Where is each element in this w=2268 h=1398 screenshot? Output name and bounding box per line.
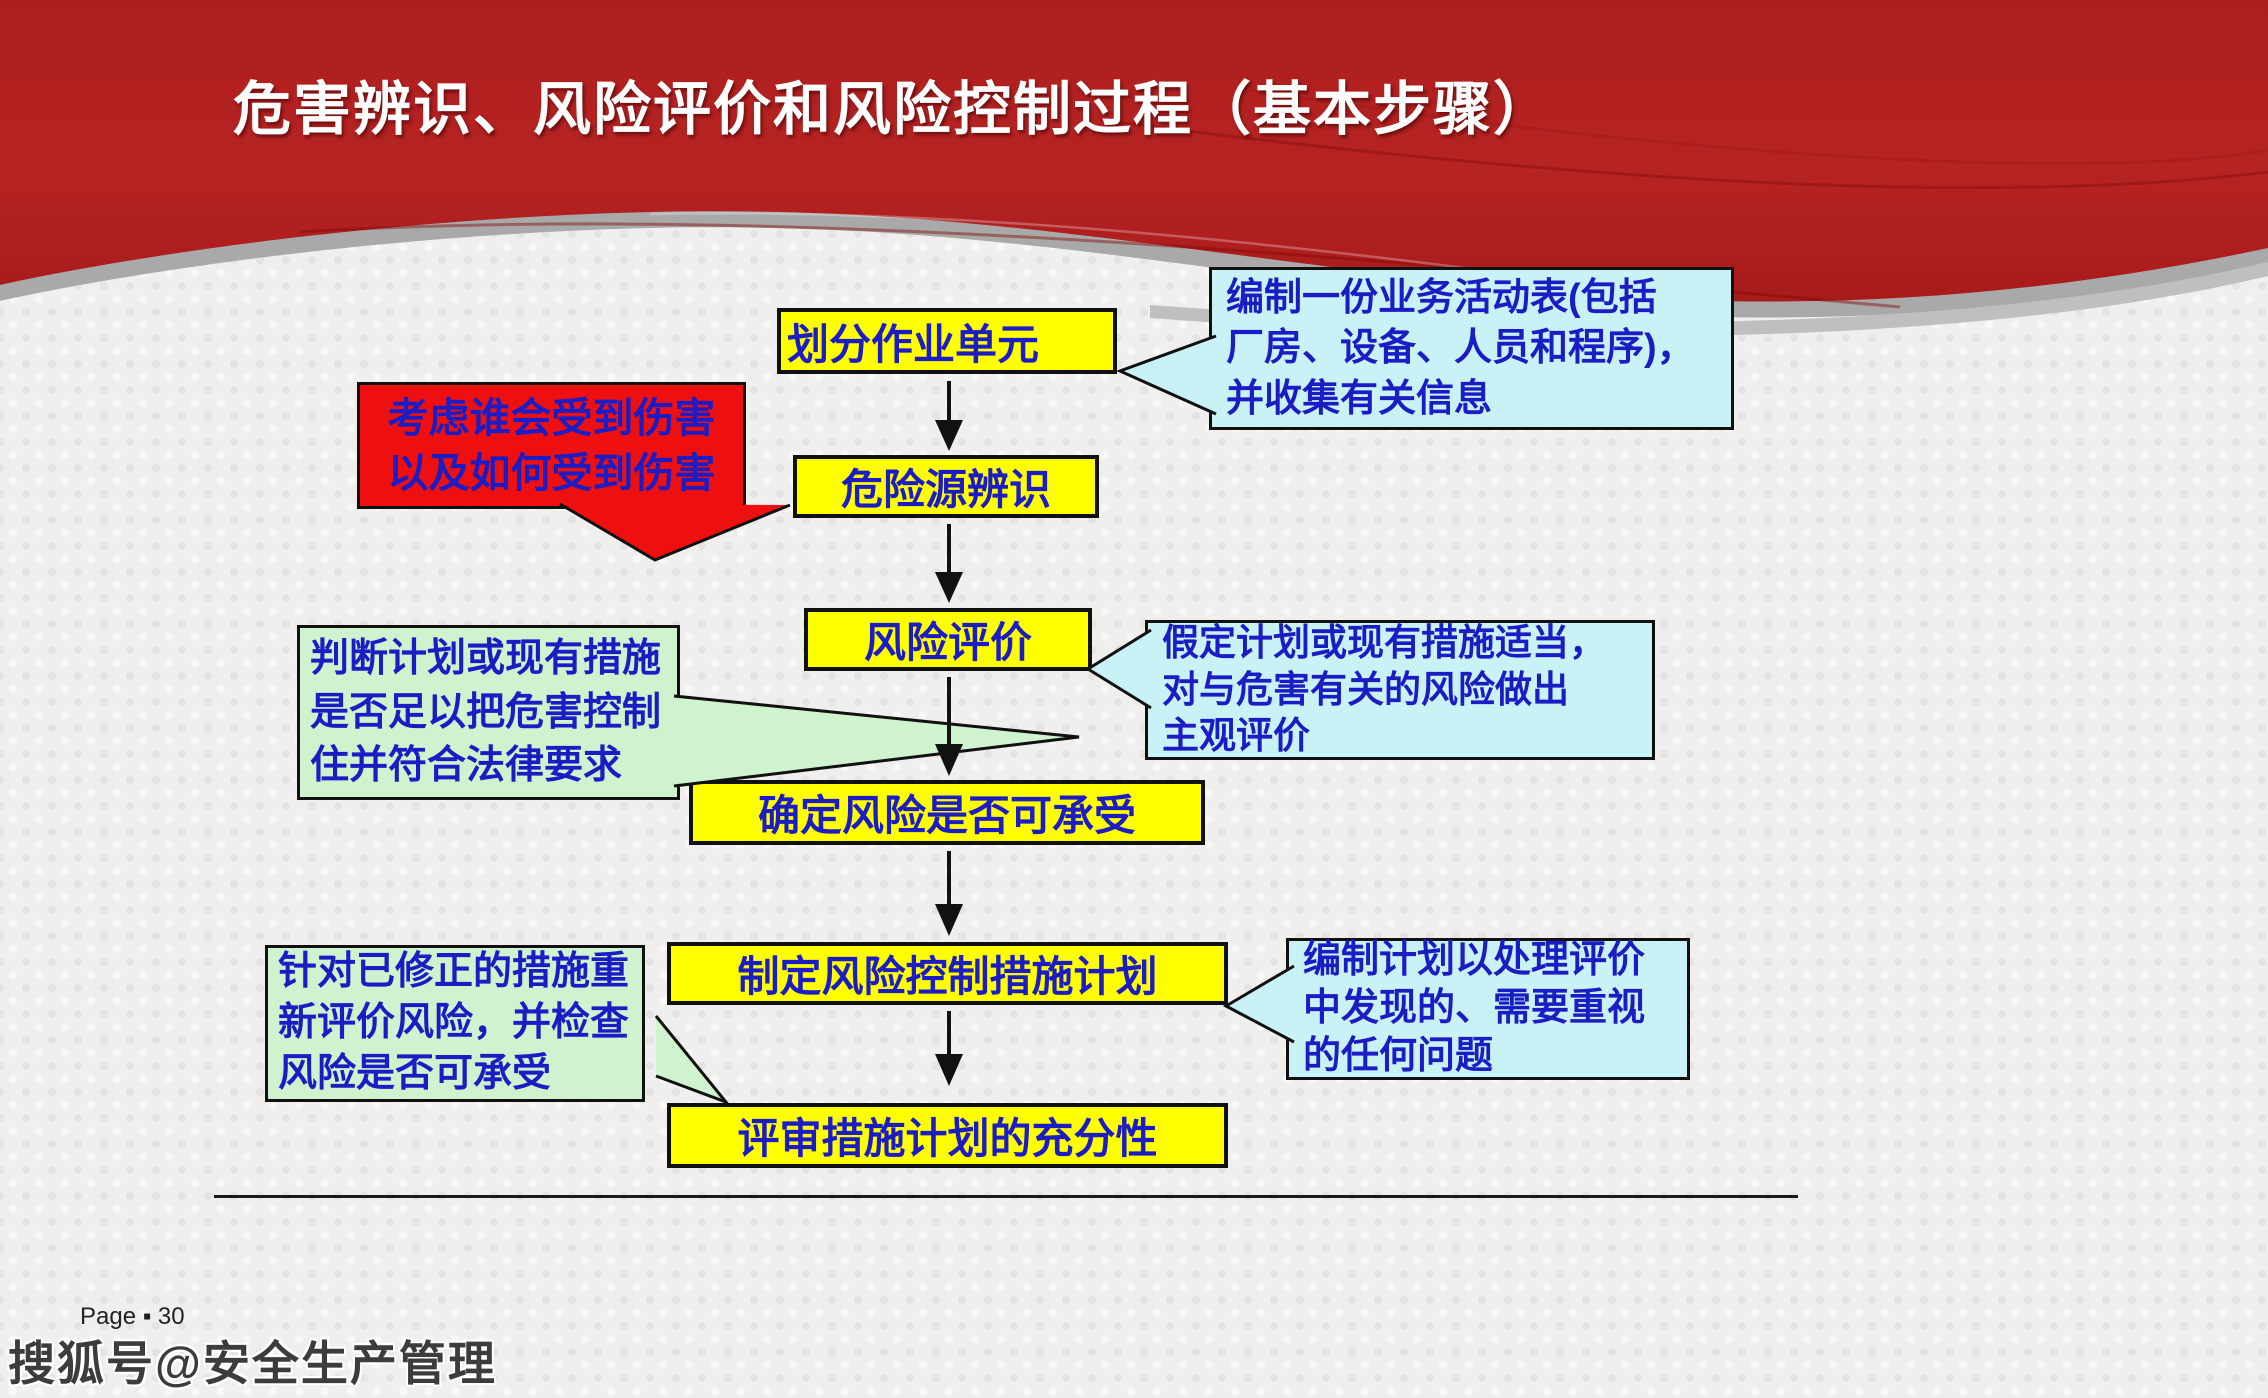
flow-step-label: 确定风险是否可承受 — [757, 792, 1136, 839]
flow-step-risk-assessment: 风险评价 — [804, 608, 1092, 671]
page-number: Page ▪ 30 — [80, 1303, 185, 1330]
banner-wave-graphic — [0, 0, 2268, 337]
callout-text: 判断计划或现有措施 是否足以把危害控制 住并符合法律要求 — [310, 636, 662, 788]
flow-step-review-plan-adequacy: 评审措施计划的充分性 — [667, 1103, 1228, 1168]
callout-text: 考虑谁会受到伤害 以及如何受到伤害 — [387, 395, 716, 496]
callout-judge-measures: 判断计划或现有措施 是否足以把危害控制 住并符合法律要求 — [297, 625, 680, 800]
callout-text: 针对已修正的措施重 新评价风险，并检查 风险是否可承受 — [278, 950, 630, 1095]
footer-divider — [214, 1195, 1798, 1198]
callout-activity-list: 编制一份业务活动表(包括 厂房、设备、人员和程序)， 并收集有关信息 — [1209, 267, 1734, 430]
flow-step-label: 危险源辨识 — [840, 466, 1051, 513]
flow-step-label: 制定风险控制措施计划 — [737, 953, 1158, 1000]
callout-reassess-risk: 针对已修正的措施重 新评价风险，并检查 风险是否可承受 — [265, 945, 645, 1102]
flow-step-determine-risk-acceptable: 确定风险是否可承受 — [689, 780, 1205, 845]
callout-text: 编制计划以处理评价 中发现的、需要重视 的任何问题 — [1303, 939, 1646, 1077]
flow-step-label: 评审措施计划的充分性 — [737, 1115, 1158, 1162]
flow-step-label: 划分作业单元 — [787, 320, 1040, 368]
flow-step-divide-work-units: 划分作业单元 — [777, 308, 1117, 374]
watermark-text: 搜狐号@安全生产管理 — [8, 1337, 497, 1390]
page-title: 危害辨识、风险评价和风险控制过程（基本步骤） — [233, 77, 1554, 142]
callout-text: 编制一份业务活动表(包括 厂房、设备、人员和程序)， 并收集有关信息 — [1226, 277, 1695, 420]
callout-plan-issues: 编制计划以处理评价 中发现的、需要重视 的任何问题 — [1286, 938, 1690, 1080]
flow-step-label: 风险评价 — [863, 619, 1032, 666]
callout-text: 假定计划或现有措施适当， 对与危害有关的风险做出 主观评价 — [1162, 622, 1606, 757]
flow-step-risk-control-plan: 制定风险控制措施计划 — [667, 942, 1228, 1005]
callout-assume-measures: 假定计划或现有措施适当， 对与危害有关的风险做出 主观评价 — [1145, 620, 1655, 760]
callout-who-harmed: 考虑谁会受到伤害 以及如何受到伤害 — [357, 382, 746, 509]
flow-step-hazard-identification: 危险源辨识 — [793, 455, 1099, 518]
